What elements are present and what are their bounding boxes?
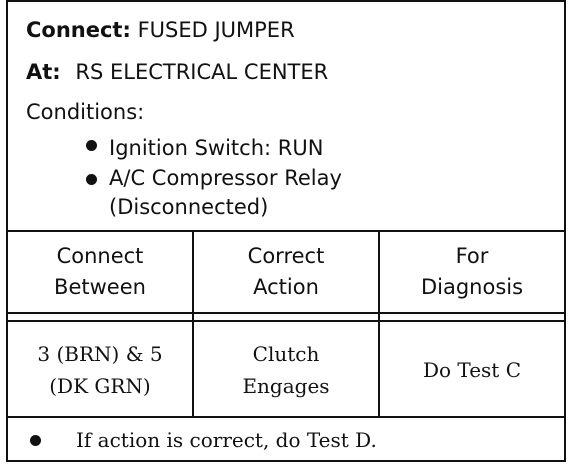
condition-text: Ignition Switch: RUN <box>109 136 324 160</box>
column-header: Correct Action <box>247 244 325 299</box>
bullet-icon <box>86 140 97 151</box>
table-divider <box>8 320 564 322</box>
at-value: RS ELECTRICAL CENTER <box>75 60 329 84</box>
at-line: At: RS ELECTRICAL CENTER <box>26 60 328 84</box>
table-cell: 3 (BRN) & 5 (DK GRN) <box>37 342 163 398</box>
table-cell: Clutch Engages <box>242 342 330 398</box>
at-label: At: <box>26 60 61 84</box>
bullet-icon <box>86 174 97 185</box>
condition-text: A/C Compressor Relay (Disconnected) <box>109 166 342 219</box>
column-header: Connect Between <box>54 244 146 299</box>
connection-header: Connect: FUSED JUMPER At: RS ELECTRICAL … <box>8 2 564 232</box>
connect-line: Connect: FUSED JUMPER <box>26 18 295 42</box>
note-line: If action is correct, do Test D. <box>8 418 564 462</box>
condition-item: Ignition Switch: RUN <box>86 134 323 163</box>
condition-item: A/C Compressor Relay (Disconnected) <box>86 164 416 222</box>
column-divider <box>378 232 380 416</box>
diagnosis-table: Connect Between Correct Action For Diagn… <box>8 232 564 418</box>
note-text: If action is correct, do Test D. <box>76 428 377 452</box>
column-divider <box>192 232 194 416</box>
bullet-icon <box>30 435 41 446</box>
table-cell: Do Test C <box>422 358 522 382</box>
conditions-label: Conditions: <box>26 100 145 124</box>
table-divider <box>8 312 564 314</box>
connect-label: Connect: <box>26 18 131 42</box>
column-header: For Diagnosis <box>420 244 524 299</box>
test-card: Connect: FUSED JUMPER At: RS ELECTRICAL … <box>6 0 566 462</box>
connect-value: FUSED JUMPER <box>137 18 295 42</box>
